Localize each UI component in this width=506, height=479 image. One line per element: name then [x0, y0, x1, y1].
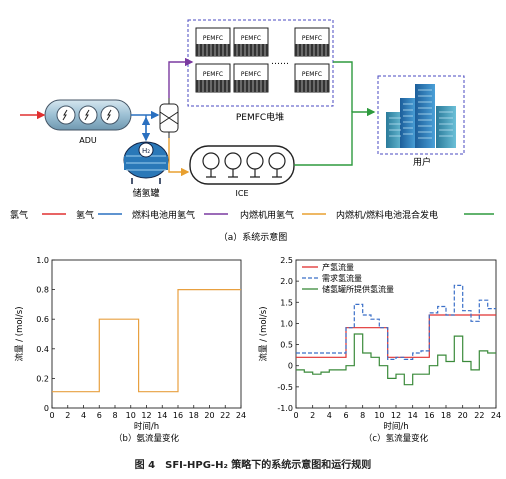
tank-label: 储氢罐: [132, 187, 159, 199]
x-tick-label: 24: [491, 411, 501, 420]
pemfc-modules: PEMFC PEMFC PEMFC PEMFC …… PEMFC: [195, 27, 330, 93]
user-label: 用户: [413, 156, 431, 168]
y-tick-label: -1.0: [277, 404, 293, 413]
series-line-2: [296, 333, 496, 386]
y-tick-label: 1.0: [280, 319, 293, 328]
y-tick-label: 2.5: [280, 256, 293, 265]
x-tick-label: 2: [65, 411, 70, 420]
y-tick-label: 0.8: [36, 286, 49, 295]
legend-fuel-cell-label: 燃料电池用氢气: [132, 209, 195, 221]
x-tick-label: 8: [112, 411, 117, 420]
x-tick-label: 8: [360, 411, 365, 420]
pemfc-label: PEMFC: [302, 71, 322, 78]
pemfc-label: PEMFC: [241, 35, 261, 42]
x-tick-label: 4: [81, 411, 86, 420]
x-tick-label: 14: [157, 411, 167, 420]
series-line-1: [296, 284, 496, 360]
y-tick-label: 0: [288, 362, 293, 371]
pemfc-module: PEMFC: [233, 63, 269, 93]
system-diagram: PEMFC PEMFC PEMFC PEMFC …… PEMFC: [10, 19, 494, 243]
y-tick-label: 0.5: [280, 341, 293, 350]
y-axis-label: 流量 / (mol/s): [14, 306, 25, 361]
x-axis-label: 时间/h: [383, 421, 408, 432]
x-tick-label: 10: [374, 411, 384, 420]
hybrid-power-line-ice: [294, 107, 376, 166]
pemfc-module: PEMFC: [195, 63, 231, 93]
fuel-cell-hydrogen-line: [168, 57, 194, 98]
hybrid-power-line-pemfc: [333, 61, 353, 112]
adu-unit: [44, 99, 132, 131]
series-line-0: [296, 314, 496, 358]
x-tick-label: 10: [126, 411, 136, 420]
pemfc-stack-label: PEMFC电堆: [236, 111, 284, 123]
pemfc-module: PEMFC: [233, 27, 269, 57]
x-tick-label: 0: [49, 411, 54, 420]
pemfc-label: PEMFC: [203, 35, 223, 42]
x-tick-label: 2: [310, 411, 315, 420]
x-tick-label: 22: [474, 411, 484, 420]
x-tick-label: 24: [236, 411, 246, 420]
diagram-legend: 氯气 氢气 燃料电池用氢气 内燃机用氢气 内燃机/燃料电池混合发电: [10, 209, 494, 221]
x-axis-label: 时间/h: [134, 421, 159, 432]
ice-label: ICE: [236, 189, 249, 198]
user-box: [377, 75, 465, 155]
pemfc-label: PEMFC: [203, 71, 223, 78]
y-tick-label: 0.2: [36, 374, 49, 383]
ice-hydrogen-line: [168, 138, 190, 177]
y-tick-label: 2.0: [280, 277, 293, 286]
legend-hybrid-label: 内燃机/燃料电池混合发电: [336, 209, 438, 221]
x-tick-label: 18: [189, 411, 199, 420]
x-tick-label: 6: [343, 411, 348, 420]
x-tick-label: 0: [293, 411, 298, 420]
legend-ice-label: 内燃机用氢气: [240, 209, 294, 221]
pemfc-ellipsis: ……: [271, 57, 289, 67]
x-tick-label: 12: [141, 411, 151, 420]
separator-valve: [159, 98, 179, 138]
x-tick-label: 18: [441, 411, 451, 420]
pemfc-stack-box: [187, 19, 334, 107]
x-tick-label: 4: [327, 411, 332, 420]
pemfc-module: PEMFC: [294, 63, 330, 93]
y-axis-label: 流量 / (mol/s): [258, 306, 269, 361]
x-tick-label: 22: [220, 411, 230, 420]
hydrogen-tank: H₂: [123, 141, 169, 184]
x-tick-label: 16: [424, 411, 434, 420]
series-line-0: [52, 289, 241, 393]
legend-ammonia-label: 氯气: [10, 209, 28, 221]
y-tick-label: 0.6: [36, 315, 49, 324]
y-tick-label: 0.4: [36, 345, 49, 354]
y-tick-label: -0.5: [277, 383, 293, 392]
legend-hydrogen-label: 氢气: [76, 209, 94, 221]
chart-caption: （c）氢流量变化: [364, 433, 429, 444]
pemfc-module: PEMFC: [294, 27, 330, 57]
adu-label: ADU: [79, 136, 97, 145]
y-tick-label: 1.0: [36, 256, 49, 265]
plot-area: [51, 259, 242, 409]
x-tick-label: 20: [204, 411, 214, 420]
x-tick-label: 12: [391, 411, 401, 420]
pemfc-label: PEMFC: [302, 35, 322, 42]
tank-h2-label: H₂: [142, 147, 150, 155]
pemfc-module: PEMFC: [195, 27, 231, 57]
pemfc-label: PEMFC: [241, 71, 261, 78]
x-tick-label: 14: [408, 411, 418, 420]
legend-label: 储氢罐所提供氢流量: [322, 284, 394, 294]
user-buildings-icon: [386, 84, 456, 148]
chart-caption: （b）氨流量变化: [114, 433, 179, 444]
x-tick-label: 16: [173, 411, 183, 420]
y-tick-label: 1.5: [280, 298, 293, 307]
figure-caption: 图 4 SFI-HPG-H₂ 策略下的系统示意图和运行规则: [134, 460, 372, 471]
y-tick-label: 0: [44, 404, 49, 413]
x-tick-label: 20: [458, 411, 468, 420]
ice-engine: [189, 145, 295, 185]
diagram-caption: （a）系统示意图: [219, 231, 288, 243]
legend-label: 产氢流量: [322, 262, 354, 272]
x-tick-label: 6: [97, 411, 102, 420]
legend-label: 需求氢流量: [322, 273, 362, 283]
